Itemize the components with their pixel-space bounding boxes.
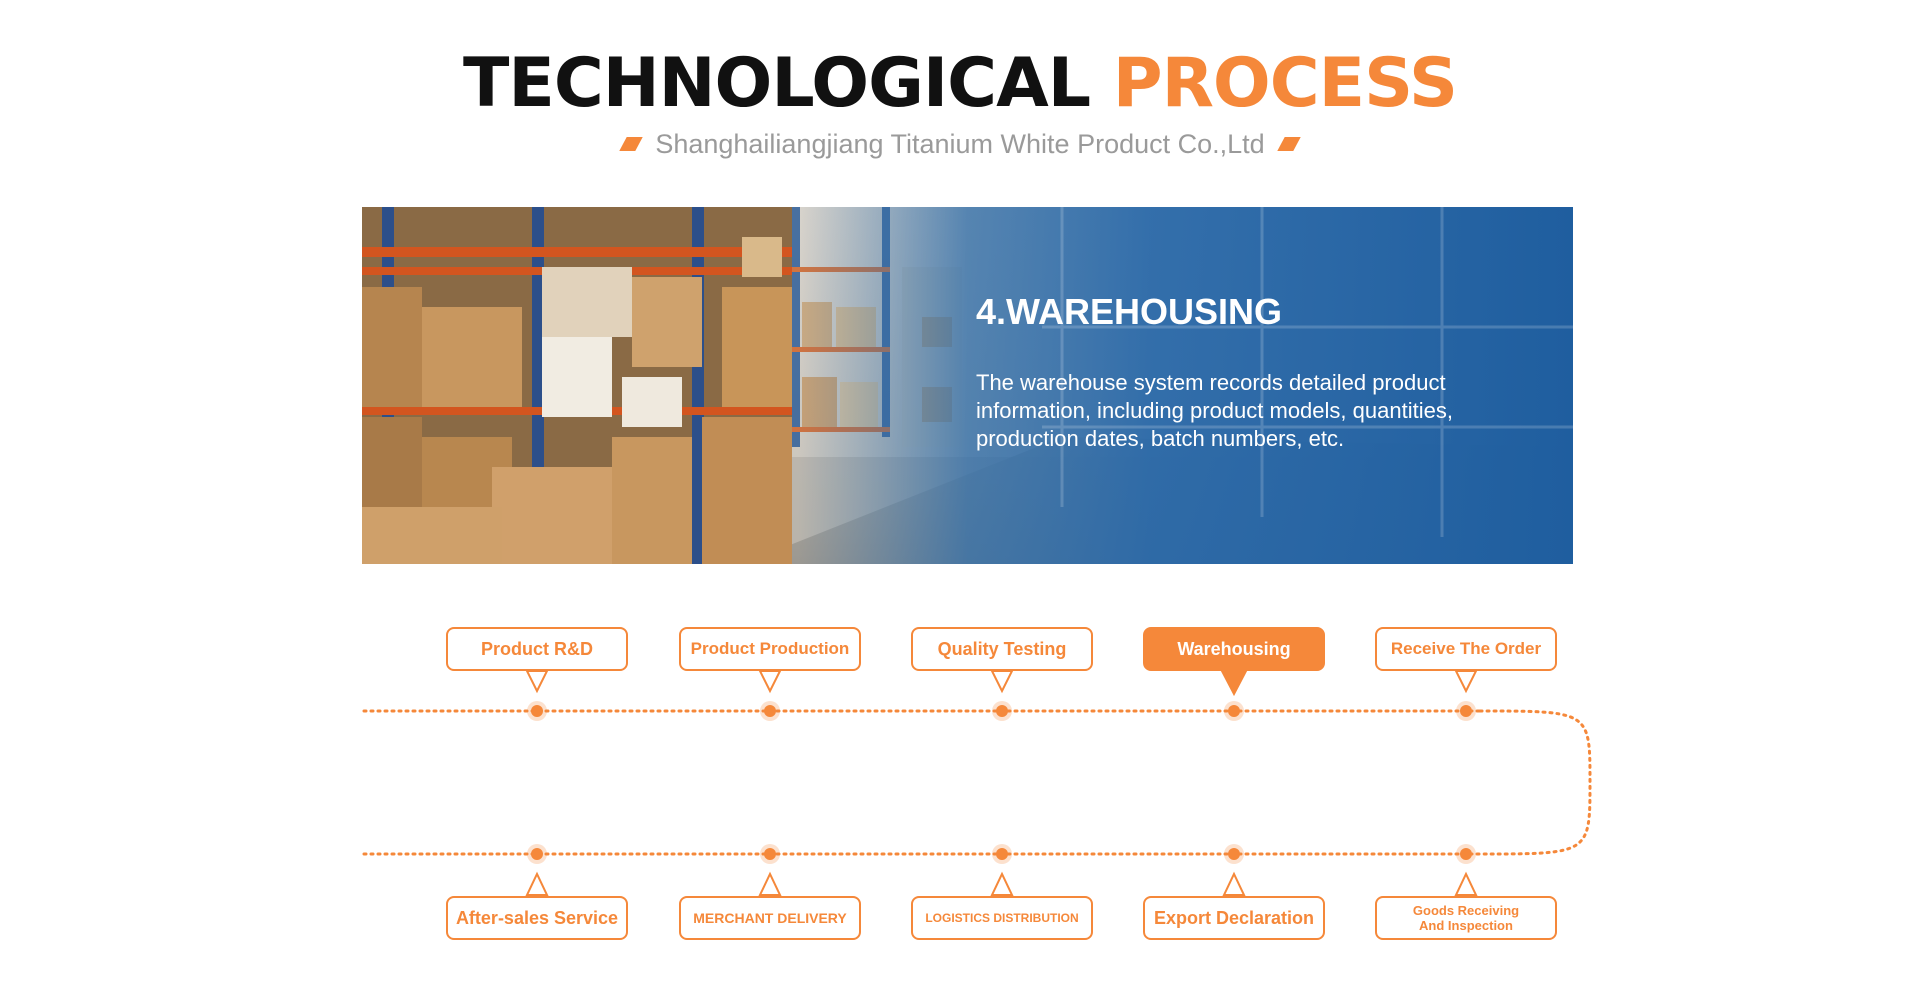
pointer-icon: [1220, 670, 1248, 697]
step-label: After-sales Service: [455, 908, 619, 928]
step-product-rd[interactable]: Product R&D: [446, 627, 628, 671]
step-export-declaration[interactable]: Export Declaration: [1143, 896, 1325, 940]
pointer-icon: [1454, 670, 1478, 694]
step-warehousing[interactable]: Warehousing: [1143, 627, 1325, 671]
timeline-node: [1456, 701, 1476, 721]
timeline-node: [1456, 844, 1476, 864]
step-label: LOGISTICS DISTRIBUTION: [925, 911, 1079, 925]
timeline-node: [992, 701, 1012, 721]
step-logistics-distribution[interactable]: LOGISTICS DISTRIBUTION: [911, 896, 1093, 940]
step-label: Quality Testing: [937, 639, 1067, 659]
pointer-icon: [1454, 871, 1478, 896]
step-product-production[interactable]: Product Production: [679, 627, 861, 671]
subtitle-row: Shanghailiangjiang Titanium White Produc…: [0, 126, 1920, 162]
title-part-1: TECHNOLOGICAL: [462, 44, 1091, 123]
step-label: Product Production: [690, 639, 850, 658]
step-receive-the-order[interactable]: Receive The Order: [1375, 627, 1557, 671]
banner-description: The warehouse system records detailed pr…: [976, 370, 1453, 451]
step-label: MERCHANT DELIVERY: [693, 910, 847, 926]
warehouse-image: [362, 207, 1573, 564]
timeline-node: [992, 844, 1012, 864]
company-subtitle: Shanghailiangjiang Titanium White Produc…: [655, 128, 1265, 159]
pointer-icon: [758, 871, 782, 896]
step-quality-testing[interactable]: Quality Testing: [911, 627, 1093, 671]
timeline-node: [760, 701, 780, 721]
banner-heading: 4.WAREHOUSING: [976, 291, 1283, 332]
timeline-node: [1224, 844, 1244, 864]
step-goods-receiving-and-inspection[interactable]: Goods Receiving And Inspection: [1375, 896, 1557, 940]
step-label: Goods Receiving And Inspection: [1412, 903, 1520, 933]
left-accent-mark-icon: [619, 137, 644, 151]
timeline-node: [527, 701, 547, 721]
pointer-icon: [525, 871, 549, 896]
pointer-icon: [525, 670, 549, 694]
timeline-node: [1224, 701, 1244, 721]
page-title: TECHNOLOGICAL PROCESS: [0, 44, 1920, 124]
step-label: Receive The Order: [1390, 639, 1542, 658]
step-label: Product R&D: [481, 639, 593, 659]
right-accent-mark-icon: [1276, 137, 1301, 151]
step-merchant-delivery[interactable]: MERCHANT DELIVERY: [679, 896, 861, 940]
timeline-node: [527, 844, 547, 864]
timeline-node: [760, 844, 780, 864]
step-label: Warehousing: [1177, 639, 1291, 659]
title-part-2: PROCESS: [1112, 44, 1458, 123]
warehouse-banner: 4.WAREHOUSING The warehouse system recor…: [362, 207, 1573, 564]
pointer-icon: [758, 670, 782, 694]
step-after-sales-service[interactable]: After-sales Service: [446, 896, 628, 940]
pointer-icon: [1222, 871, 1246, 896]
pointer-icon: [990, 871, 1014, 896]
step-label: Export Declaration: [1153, 908, 1315, 928]
pointer-icon: [990, 670, 1014, 694]
